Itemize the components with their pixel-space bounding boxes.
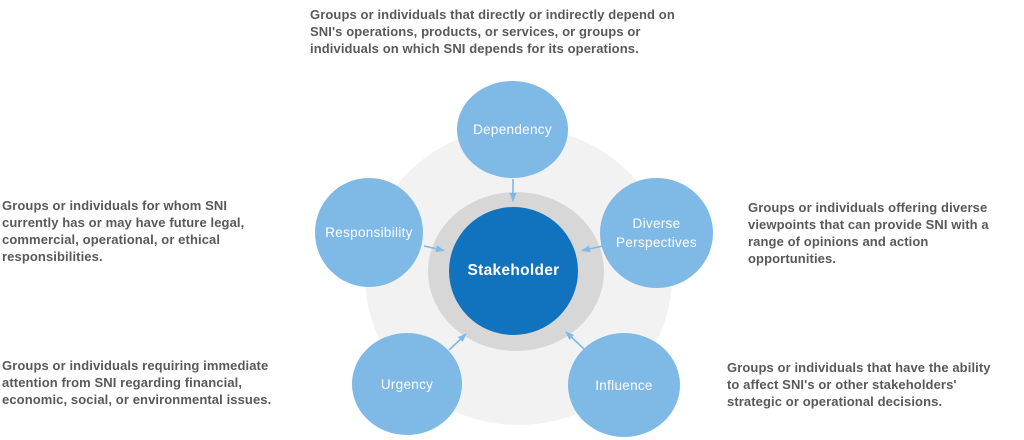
arrow-urgency-icon [448,333,467,351]
node-diverse-perspectives: Diverse Perspectives [600,178,713,288]
description-diverse-perspectives: Groups or individuals offering diverse v… [748,200,989,266]
node-responsibility-label: Responsibility [325,225,413,240]
arrow-responsibility-icon [423,245,445,253]
node-dependency: Dependency [457,81,568,178]
center-node-stakeholder: Stakeholder [449,207,578,335]
description-influence: Groups or individuals that have the abil… [727,360,991,409]
center-node-label: Stakeholder [467,262,560,279]
node-dependency-label: Dependency [473,122,552,137]
description-responsibility: Groups or individuals for whom SNI curre… [2,198,245,264]
description-dependency: Groups or individuals that directly or i… [310,7,675,56]
node-influence: Influence [568,333,680,437]
node-urgency-label: Urgency [380,376,434,392]
arrow-influence-icon [565,331,585,350]
node-urgency: Urgency [352,333,462,435]
node-diverse-perspectives-label: Diverse Perspectives [616,216,697,250]
description-urgency: Groups or individuals requiring immediat… [2,358,272,407]
arrow-diverse-perspectives-icon [581,245,604,253]
node-influence-label: Influence [595,377,653,393]
node-responsibility: Responsibility [315,178,423,287]
